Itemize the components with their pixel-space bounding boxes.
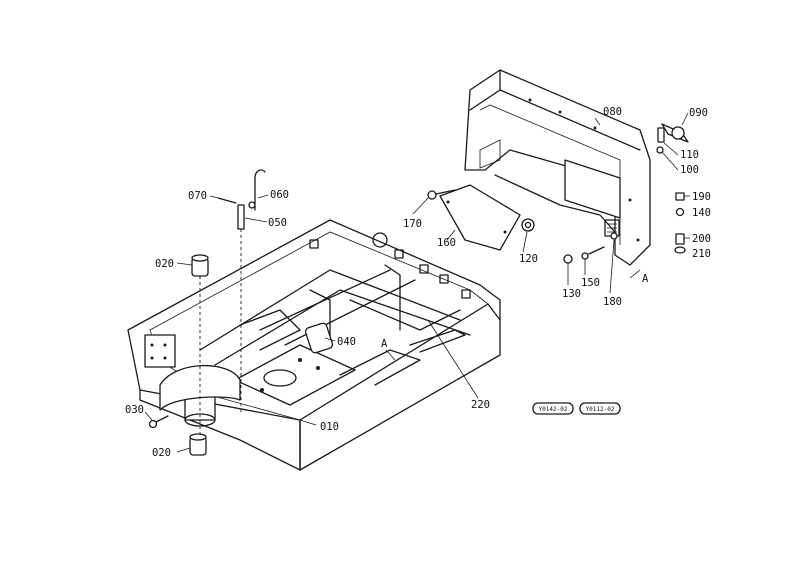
rear-frame xyxy=(464,69,689,266)
label-070: 070 xyxy=(188,190,207,202)
label-180: 180 xyxy=(603,296,622,308)
label-140: 140 xyxy=(692,207,711,219)
pin-assembly xyxy=(217,169,266,415)
reference-mark-a-1: A xyxy=(381,338,388,350)
part-labels: 010 020 020 030 040 050 060 070 080 090 … xyxy=(125,106,711,459)
reference-codes: Y0142-02 Y0112-02 xyxy=(532,402,621,415)
label-190: 190 xyxy=(692,191,711,203)
label-050: 050 xyxy=(268,217,287,229)
label-160: 160 xyxy=(437,237,456,249)
leader-lines xyxy=(144,112,690,453)
label-080: 080 xyxy=(603,106,622,118)
label-120: 120 xyxy=(519,253,538,265)
swing-pivot xyxy=(159,270,241,440)
bushing-bottom xyxy=(189,433,207,456)
label-200: 200 xyxy=(692,233,711,245)
bolts-130-150 xyxy=(563,246,605,264)
label-210: 210 xyxy=(692,248,711,260)
label-150: 150 xyxy=(581,277,600,289)
label-110: 110 xyxy=(680,149,699,161)
reference-code-1: Y0142-02 xyxy=(539,406,568,413)
label-020-top: 020 xyxy=(155,258,174,270)
label-030: 030 xyxy=(125,404,144,416)
label-060: 060 xyxy=(270,189,289,201)
label-040: 040 xyxy=(337,336,356,348)
label-020-bottom: 020 xyxy=(152,447,171,459)
bolt-170 xyxy=(427,189,456,200)
grease-fitting xyxy=(148,415,169,429)
cover-plate xyxy=(439,184,521,251)
reference-code-2: Y0112-02 xyxy=(586,406,615,413)
label-220: 220 xyxy=(471,399,490,411)
bushing-top xyxy=(191,254,209,277)
label-100: 100 xyxy=(680,164,699,176)
label-130: 130 xyxy=(562,288,581,300)
bolts-190-210 xyxy=(674,192,686,254)
nut-120 xyxy=(521,218,535,232)
reference-mark-a-2: A xyxy=(642,273,649,285)
label-090: 090 xyxy=(689,107,708,119)
label-010: 010 xyxy=(320,421,339,433)
label-170: 170 xyxy=(403,218,422,230)
